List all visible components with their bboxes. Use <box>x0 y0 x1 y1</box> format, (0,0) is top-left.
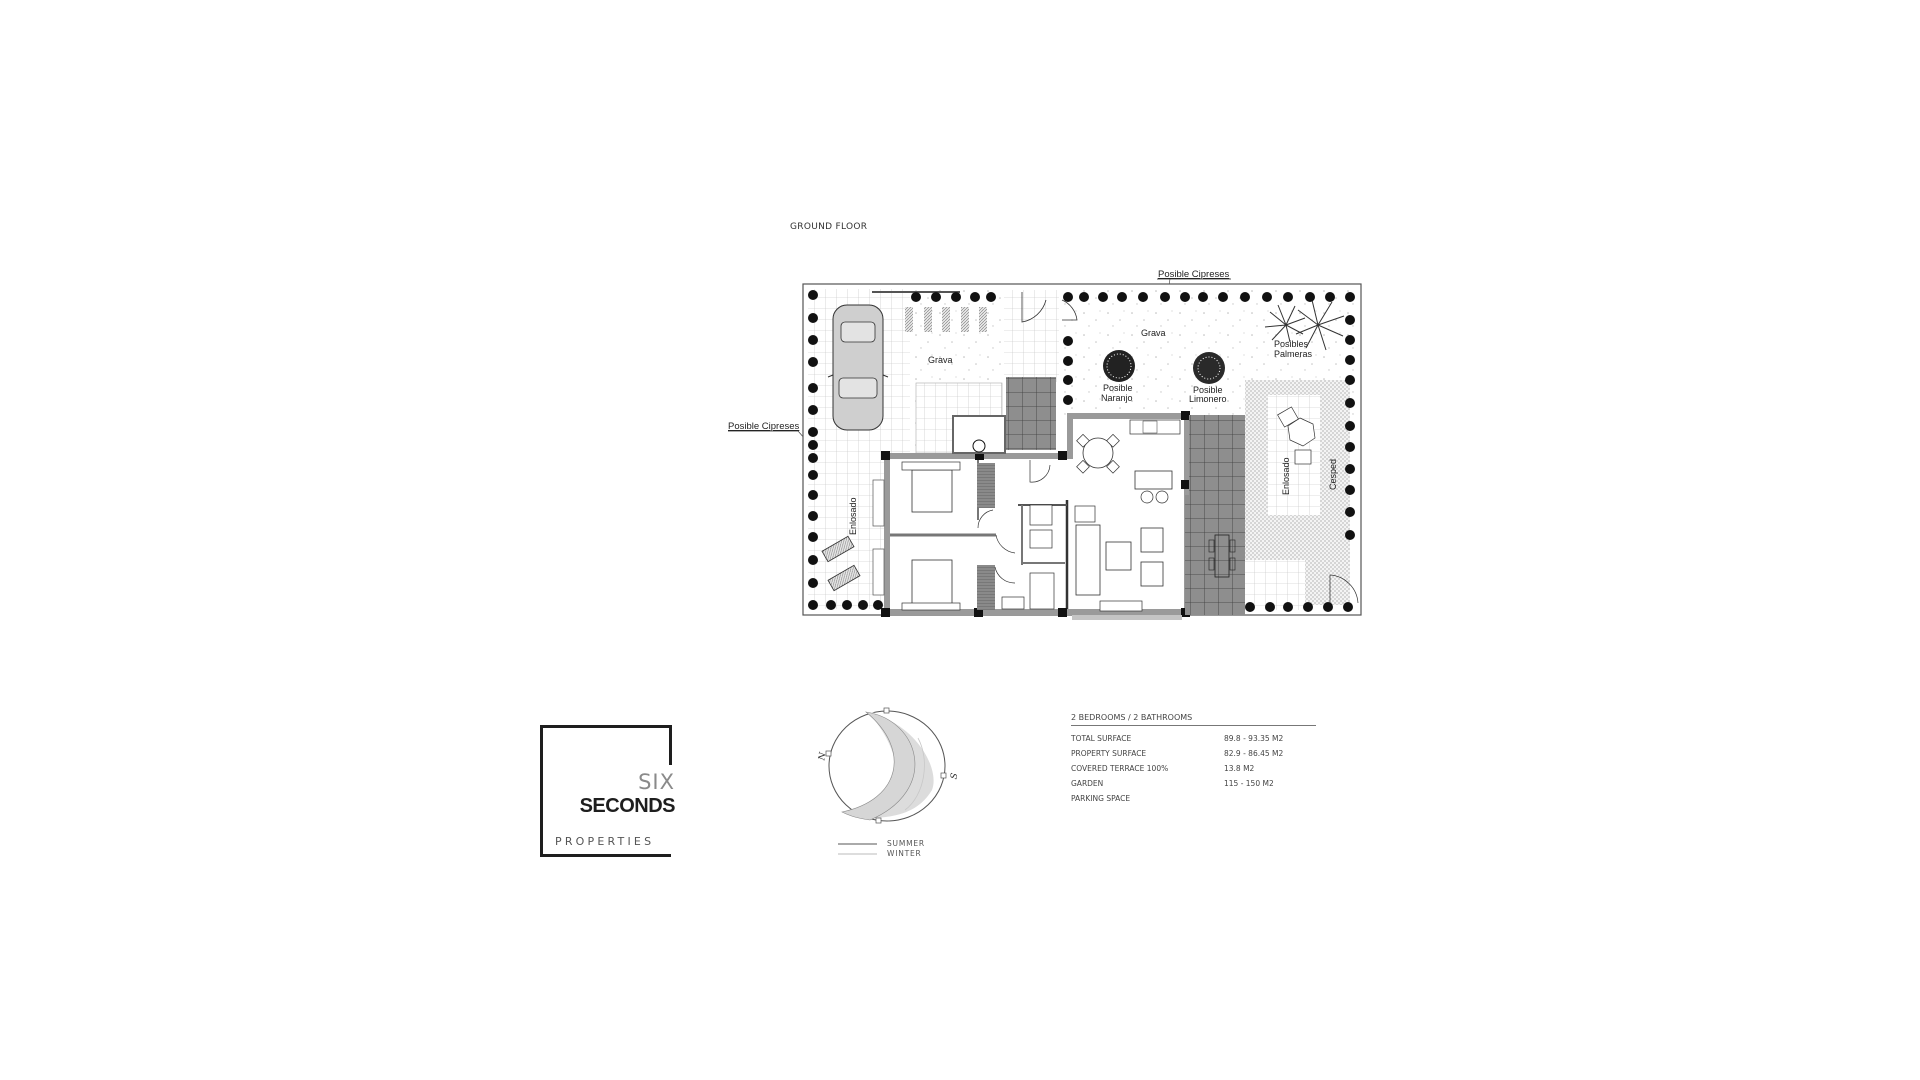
spec-value: 115 - 150 M2 <box>1224 779 1274 788</box>
spec-label: TOTAL SURFACE <box>1071 734 1132 743</box>
south-label: S <box>950 772 961 780</box>
spec-label: PROPERTY SURFACE <box>1071 749 1147 758</box>
label-left-cypress: Posible Cipreses <box>728 421 800 432</box>
spec-label: COVERED TERRACE 100% <box>1071 764 1169 773</box>
living-room <box>1074 505 1164 612</box>
bathroom-1 <box>1029 504 1053 549</box>
parking-markers <box>905 307 987 332</box>
entrance-dark-tiles <box>1006 377 1056 450</box>
logo-frame <box>540 725 671 857</box>
logo-properties: PROPERTIES <box>555 835 655 848</box>
orange-tree-icon <box>1103 350 1135 382</box>
company-logo: SIX SECONDS PROPERTIES <box>540 725 676 861</box>
spec-row: GARDEN 115 - 150 M2 <box>1071 776 1324 791</box>
spec-row: PROPERTY SURFACE 82.9 - 86.45 M2 <box>1071 746 1324 761</box>
sun-path-diagram: N S <box>817 707 961 855</box>
logo-six: SIX <box>638 770 675 794</box>
lemon-tree-icon <box>1193 352 1225 384</box>
label-lemon-tree-1: Posible <box>1193 385 1223 395</box>
label-palms-2: Palmeras <box>1274 349 1313 359</box>
label-lawn: Cesped <box>1328 459 1338 490</box>
spec-row: TOTAL SURFACE 89.8 - 93.35 M2 <box>1071 731 1324 746</box>
label-top-cypress: Posible Cipreses <box>1158 269 1230 280</box>
parasol-icon <box>1287 417 1316 447</box>
label-orange-tree-2: Naranjo <box>1101 393 1133 403</box>
palm-tree-icon <box>1264 299 1345 351</box>
spec-label: PARKING SPACE <box>1071 794 1131 803</box>
spec-row: COVERED TERRACE 100% 13.8 M2 <box>1071 761 1324 776</box>
kitchen <box>1129 419 1181 504</box>
label-tiled-left: Enlosado <box>848 497 858 535</box>
spec-row: PARKING SPACE <box>1071 791 1324 806</box>
label-palms-1: Posibles <box>1274 339 1309 349</box>
terrace-table <box>1208 534 1236 578</box>
cypress-dots <box>808 290 1355 612</box>
spec-value: 13.8 M2 <box>1224 764 1255 773</box>
logo-seconds: SECONDS <box>579 795 676 817</box>
specs-heading: 2 BEDROOMS / 2 BATHROOMS <box>1071 713 1316 726</box>
label-gravel-left: Grava <box>928 355 953 365</box>
spec-label: GARDEN <box>1071 779 1104 788</box>
bedroom-1 <box>901 461 995 513</box>
label-orange-tree-1: Posible <box>1103 383 1133 393</box>
car-icon <box>827 304 889 431</box>
label-tiled-right: Enlosado <box>1281 457 1291 495</box>
floor-title: GROUND FLOOR <box>790 222 868 232</box>
bedroom-2 <box>901 559 995 611</box>
sun-lounger-icon <box>821 535 861 592</box>
legend-summer-label: SUMMER <box>887 839 925 848</box>
label-gravel-right: Grava <box>1141 328 1166 338</box>
label-lemon-tree-2: Limonero <box>1189 394 1227 404</box>
bathroom-2 <box>1001 572 1055 610</box>
terrace-tiles <box>1189 415 1245 615</box>
spec-value: 89.8 - 93.35 M2 <box>1224 734 1284 743</box>
legend-winter-label: WINTER <box>887 849 922 858</box>
spec-value: 82.9 - 86.45 M2 <box>1224 749 1284 758</box>
north-label: N <box>817 751 829 763</box>
dining-table <box>1076 433 1120 474</box>
specs-table: TOTAL SURFACE 89.8 - 93.35 M2 PROPERTY S… <box>1071 731 1324 806</box>
